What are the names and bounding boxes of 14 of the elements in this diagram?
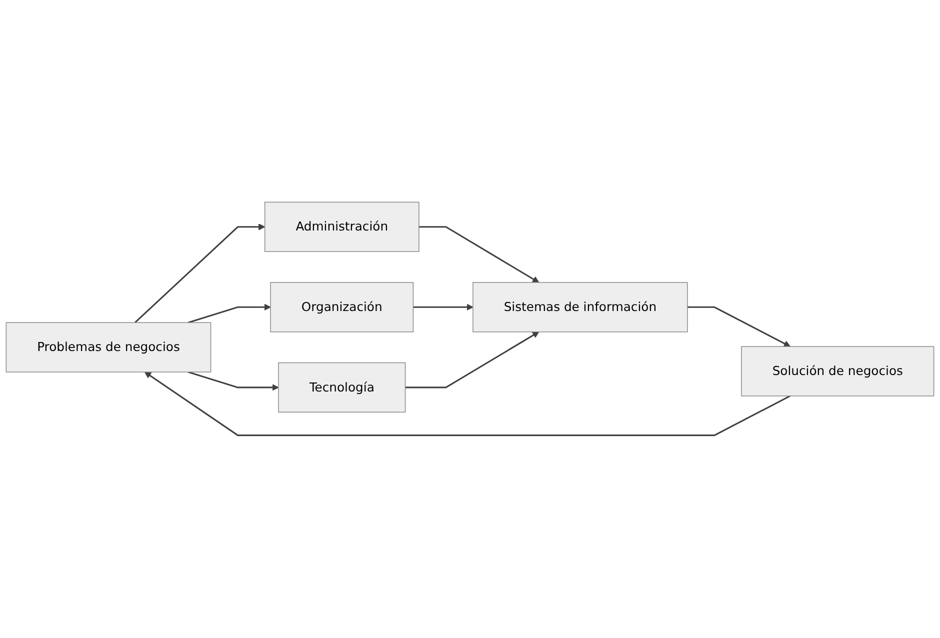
- node-box: Sistemas de información: [472, 282, 688, 332]
- node-box: Tecnología: [278, 362, 406, 413]
- node-box: Solución de negocios: [741, 346, 934, 397]
- arrow: [188, 372, 279, 392]
- node-box: Administración: [264, 202, 420, 252]
- arrow: [418, 226, 540, 284]
- arrow: [134, 224, 266, 324]
- arrow: [405, 332, 540, 388]
- arrow: [144, 372, 790, 436]
- node-box: Organización: [270, 282, 414, 332]
- arrow: [188, 304, 271, 324]
- arrow: [687, 306, 790, 348]
- node-box: Problemas de negocios: [6, 322, 212, 373]
- arrow: [413, 304, 474, 311]
